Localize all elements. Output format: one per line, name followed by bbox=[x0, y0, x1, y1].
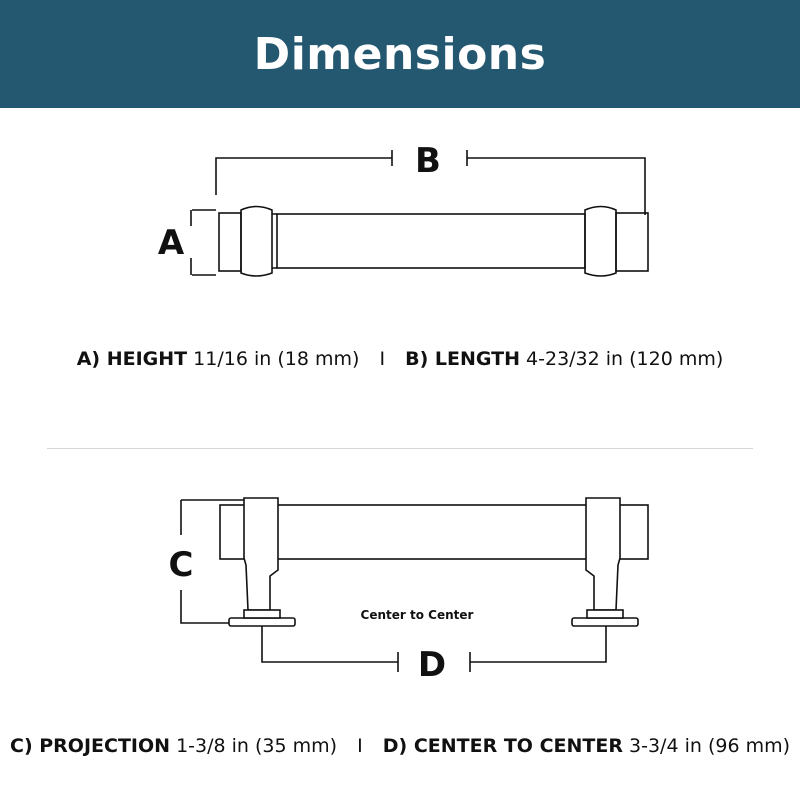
top-diagram: B A bbox=[0, 108, 800, 278]
spec-height-key: A) HEIGHT bbox=[76, 348, 188, 370]
left-base bbox=[228, 617, 296, 627]
label-a: A bbox=[158, 223, 185, 263]
right-end-cap bbox=[615, 212, 649, 272]
center-to-center-note: Center to Center bbox=[361, 608, 474, 622]
spec-projection-key: C) PROJECTION bbox=[10, 735, 171, 757]
spec-line-top: A) HEIGHT 11/16 in (18 mm) I B) LENGTH 4… bbox=[0, 348, 800, 370]
spec-length-value: 4-23/32 in (120 mm) bbox=[526, 348, 724, 370]
right-base bbox=[571, 617, 639, 627]
header-banner: Dimensions bbox=[0, 0, 800, 108]
label-d: D bbox=[418, 645, 446, 685]
spec-projection-value: 1-3/8 in (35 mm) bbox=[176, 735, 338, 757]
bar bbox=[276, 213, 586, 269]
right-post bbox=[584, 205, 617, 277]
spec-center-key: D) CENTER TO CENTER bbox=[382, 735, 623, 757]
spec-center-value: 3-3/4 in (96 mm) bbox=[629, 735, 790, 757]
label-b: B bbox=[415, 141, 441, 181]
bottom-diagram: C D Center to Center bbox=[0, 480, 800, 690]
dim-a-bracket bbox=[190, 209, 216, 276]
spec-height-value: 11/16 in (18 mm) bbox=[193, 348, 360, 370]
section-divider bbox=[47, 448, 753, 449]
left-post bbox=[240, 205, 273, 277]
spec-separator: I bbox=[379, 348, 386, 370]
spec-separator: I bbox=[357, 735, 363, 757]
front-view-drawing: B A bbox=[158, 141, 649, 277]
left-post bbox=[243, 497, 279, 611]
label-c: C bbox=[169, 545, 194, 585]
left-end-cap bbox=[218, 212, 242, 272]
spec-length-key: B) LENGTH bbox=[405, 348, 520, 370]
right-post bbox=[585, 497, 621, 611]
page-title: Dimensions bbox=[253, 28, 547, 80]
side-view-drawing: C D Center to Center bbox=[169, 497, 649, 685]
dim-c-bracket bbox=[180, 499, 246, 624]
dim-d-line bbox=[261, 626, 607, 672]
spec-line-bottom: C) PROJECTION 1-3/8 in (35 mm) I D) CENT… bbox=[0, 735, 800, 757]
dim-b-line bbox=[215, 150, 646, 215]
bar bbox=[219, 504, 649, 560]
